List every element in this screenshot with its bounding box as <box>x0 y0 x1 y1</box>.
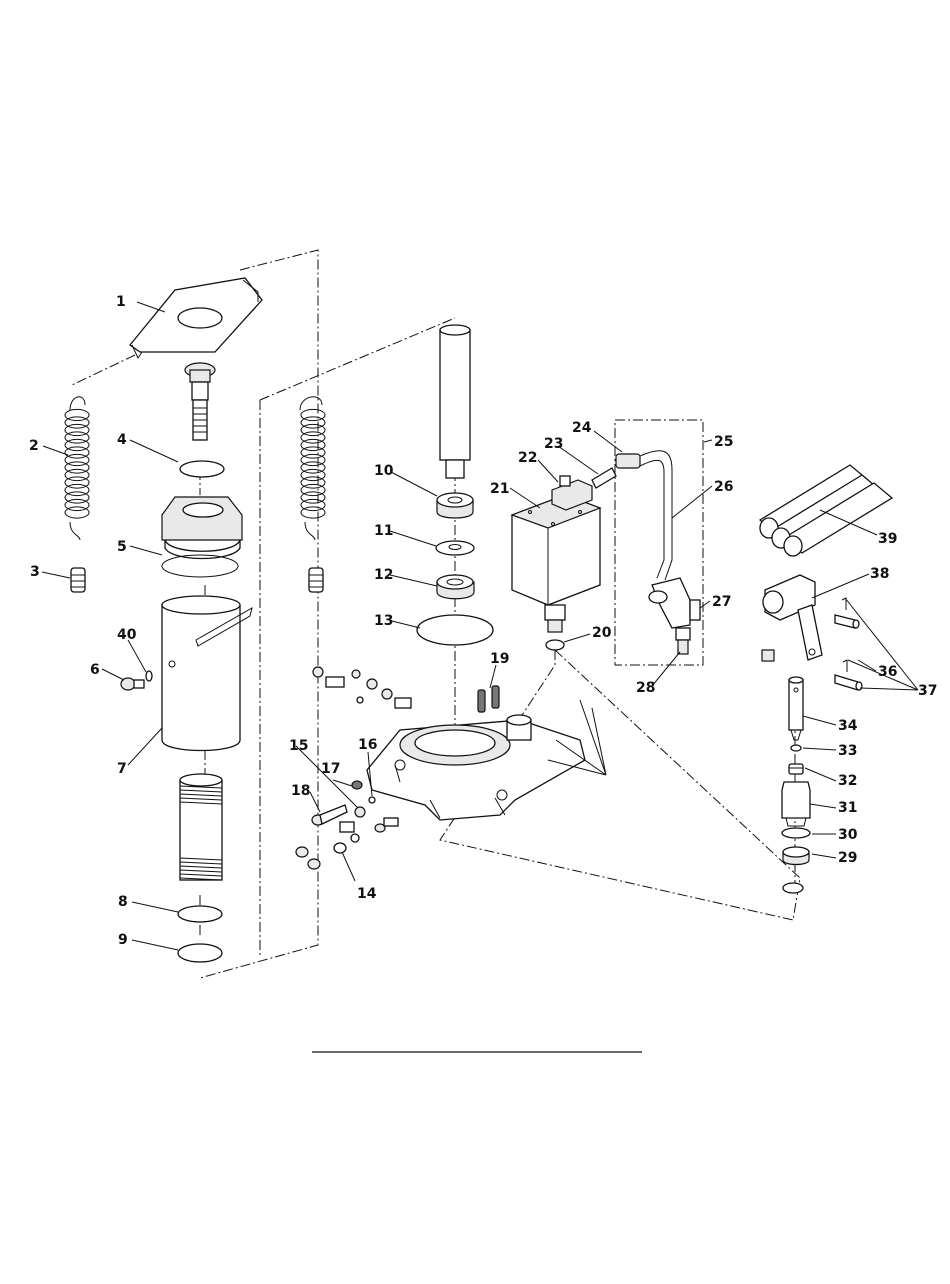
callout-24: 24 <box>572 420 592 436</box>
callout-23: 23 <box>544 436 563 452</box>
part-30-washer <box>782 828 810 838</box>
callout-15: 15 <box>289 738 308 754</box>
callout-5: 5 <box>117 539 127 555</box>
callout-6: 6 <box>90 662 100 678</box>
callout-19: 19 <box>490 651 509 667</box>
threaded-pipe <box>180 774 222 880</box>
part-24-fitting <box>616 454 640 468</box>
callout-13: 13 <box>374 613 393 629</box>
part-3-anchor-right <box>309 568 323 592</box>
callout-9: 9 <box>118 932 128 948</box>
callout-21: 21 <box>490 481 509 497</box>
part-36-pins <box>835 598 862 690</box>
part-12-seal <box>437 575 474 599</box>
callout-38: 38 <box>870 566 889 582</box>
callout-28: 28 <box>636 680 655 696</box>
part-13-o-ring <box>417 615 493 645</box>
part-3-anchor-left <box>71 568 85 592</box>
part-16-pins <box>369 797 398 832</box>
callout-20: 20 <box>592 625 612 641</box>
callout-11: 11 <box>374 523 393 539</box>
part-20-o-ring <box>546 640 564 650</box>
part-19-screws <box>478 686 499 712</box>
part-32-spring <box>789 764 803 774</box>
part-39-handle-tubes <box>760 465 892 556</box>
release-valve <box>185 363 215 440</box>
part-14-washers <box>334 834 359 853</box>
part-28-nipple <box>676 628 690 654</box>
callout-40: 40 <box>117 627 137 643</box>
callout-12: 12 <box>374 567 393 583</box>
lower-o-ring <box>783 883 803 893</box>
part-7-reservoir <box>162 596 252 751</box>
callout-1: 1 <box>116 294 126 310</box>
callout-16: 16 <box>358 737 377 753</box>
callout-29: 29 <box>838 850 857 866</box>
pump-base <box>367 715 585 820</box>
callout-25: 25 <box>714 434 733 450</box>
part-40-washer <box>146 671 152 681</box>
part-31-valve-body <box>782 782 810 826</box>
callout-26: 26 <box>714 479 733 495</box>
callout-32: 32 <box>838 773 857 789</box>
part-8-o-ring <box>178 906 222 922</box>
part-27-coupler <box>649 578 700 628</box>
callout-22: 22 <box>518 450 537 466</box>
callout-33: 33 <box>838 743 857 759</box>
callout-4: 4 <box>117 432 127 448</box>
part-38-handle-socket <box>763 575 822 660</box>
part-29-seal <box>783 847 809 865</box>
part-5-gland-nut <box>162 497 242 577</box>
part-1-cover-plate <box>130 278 262 358</box>
part-26-hose <box>640 451 672 580</box>
ram-piston <box>440 325 470 478</box>
part-6-screw <box>121 678 144 690</box>
callout-36: 36 <box>878 664 897 680</box>
callout-7: 7 <box>117 761 127 777</box>
callout-18: 18 <box>291 783 310 799</box>
part-10-seal <box>437 493 473 518</box>
part-9-o-ring <box>178 944 222 962</box>
callout-30: 30 <box>838 827 858 843</box>
part-21-motor <box>512 495 600 632</box>
part-34-plunger <box>789 677 803 740</box>
callout-2: 2 <box>29 438 39 454</box>
callout-34: 34 <box>838 718 858 734</box>
callout-27: 27 <box>712 594 731 610</box>
callout-31: 31 <box>838 800 857 816</box>
callout-37: 37 <box>918 683 937 699</box>
part-2-spring-left <box>65 397 89 540</box>
upper-fittings-row <box>313 667 411 708</box>
callout-39: 39 <box>878 531 897 547</box>
callout-17: 17 <box>321 761 340 777</box>
part-33-ring <box>791 745 801 751</box>
callout-10: 10 <box>374 463 394 479</box>
handle-block <box>762 650 774 661</box>
callout-14: 14 <box>357 886 377 902</box>
part-4-o-ring <box>180 461 224 477</box>
part-2-spring-right <box>300 397 325 540</box>
callout-8: 8 <box>118 894 128 910</box>
part-17-nut <box>352 781 362 789</box>
callout-3: 3 <box>30 564 40 580</box>
part-23-connector <box>592 468 616 488</box>
part-11-washer <box>436 541 474 555</box>
